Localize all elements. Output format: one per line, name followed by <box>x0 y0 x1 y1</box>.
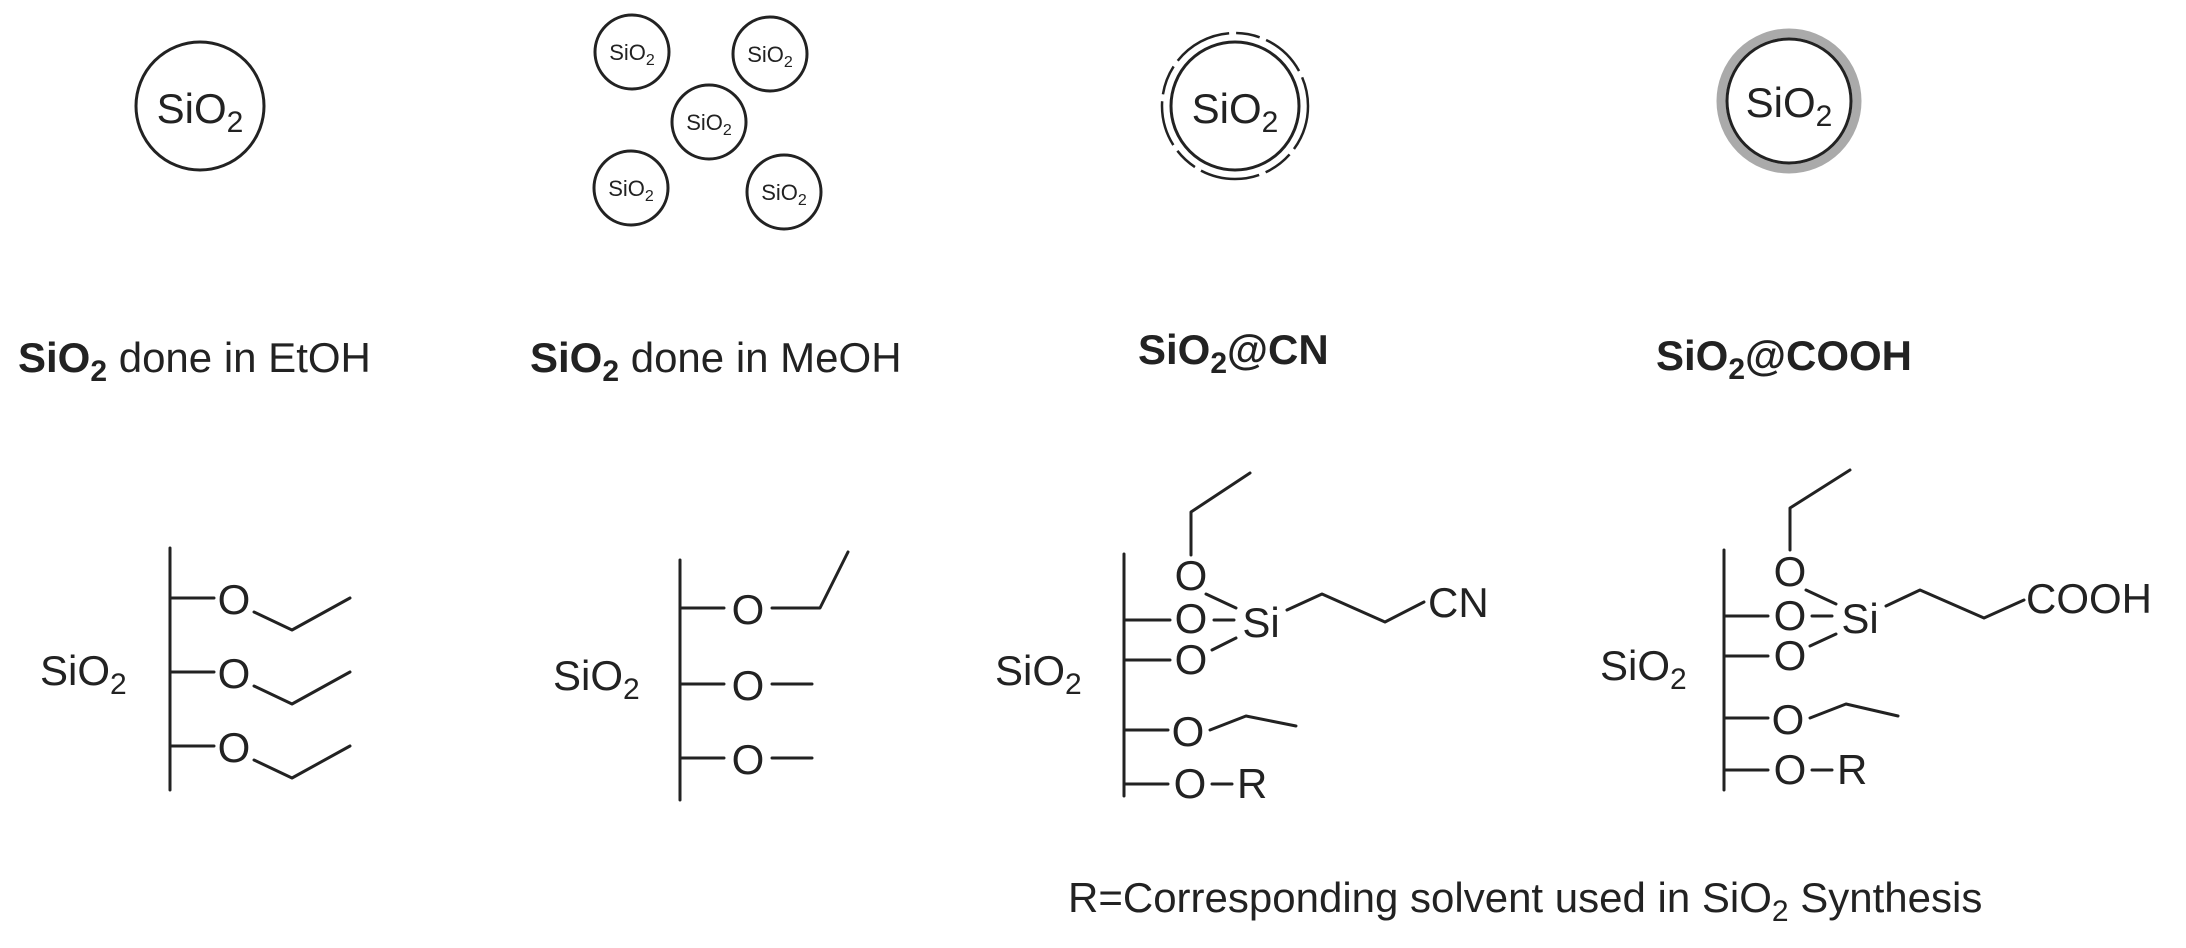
structure-cooh: SiO2 O O O Si COOH O O R <box>1600 468 2152 793</box>
svg-text:SiO2: SiO2 <box>609 40 655 69</box>
oxygen-atom: O <box>732 736 765 783</box>
cn-group: CN <box>1428 579 1489 626</box>
oxygen-atom: O <box>1774 548 1807 595</box>
particle-cooh-label: SiO2 <box>1746 79 1833 133</box>
oxygen-atom: O <box>1175 552 1208 599</box>
caption-etoh: SiO2 done in EtOH <box>18 334 371 388</box>
particle-cluster-meoh: SiO2 SiO2 SiO2 SiO2 SiO2 <box>592 13 823 231</box>
oxygen-atom: O <box>1774 632 1807 679</box>
core-label: SiO2 <box>40 647 127 701</box>
small-particle: SiO2 <box>593 13 671 91</box>
particle-etoh: SiO2 <box>134 40 266 172</box>
oxygen-atom: O <box>1174 760 1207 807</box>
core-label: SiO2 <box>1600 642 1687 696</box>
oxygen-atom: O <box>1172 708 1205 755</box>
svg-text:SiO2: SiO2 <box>747 42 793 71</box>
r-group: R <box>1237 760 1267 807</box>
small-particle: SiO2 <box>670 83 748 161</box>
caption-cooh: SiO2@COOH <box>1656 332 1912 386</box>
small-particle: SiO2 <box>731 15 809 93</box>
svg-text:SiO2: SiO2 <box>761 180 807 209</box>
core-label: SiO2 <box>995 647 1082 701</box>
footnote: R=Corresponding solvent used in SiO2 Syn… <box>1068 874 1982 928</box>
structure-etoh: SiO2 O O O <box>40 546 352 792</box>
caption-cn: SiO2@CN <box>1138 326 1329 380</box>
structure-meoh: SiO2 O O O <box>553 550 850 802</box>
silicon-atom: Si <box>1242 599 1279 646</box>
svg-text:SiO2: SiO2 <box>686 110 732 139</box>
particle-cooh: SiO2 <box>1716 28 1862 174</box>
oxygen-atom: O <box>1774 746 1807 793</box>
oxygen-atom: O <box>218 576 251 623</box>
oxygen-atom: O <box>732 662 765 709</box>
oxygen-atom: O <box>218 650 251 697</box>
particle-cn-label: SiO2 <box>1192 85 1279 139</box>
cooh-group: COOH <box>2026 575 2152 622</box>
svg-text:SiO2: SiO2 <box>608 176 654 205</box>
small-particle: SiO2 <box>745 153 823 231</box>
oxygen-atom: O <box>1175 636 1208 683</box>
r-group: R <box>1837 746 1867 793</box>
structure-cn: SiO2 O O O Si CN O O R <box>995 471 1489 807</box>
oxygen-atom: O <box>732 586 765 633</box>
particle-cn: SiO2 <box>1160 31 1310 181</box>
oxygen-atom: O <box>1774 592 1807 639</box>
oxygen-atom: O <box>1772 696 1805 743</box>
silicon-atom: Si <box>1841 595 1878 642</box>
core-label: SiO2 <box>553 652 640 706</box>
caption-meoh: SiO2 done in MeOH <box>530 334 902 388</box>
oxygen-atom: O <box>1175 595 1208 642</box>
particle-etoh-label: SiO2 <box>157 85 244 139</box>
oxygen-atom: O <box>218 724 251 771</box>
small-particle: SiO2 <box>592 149 670 227</box>
